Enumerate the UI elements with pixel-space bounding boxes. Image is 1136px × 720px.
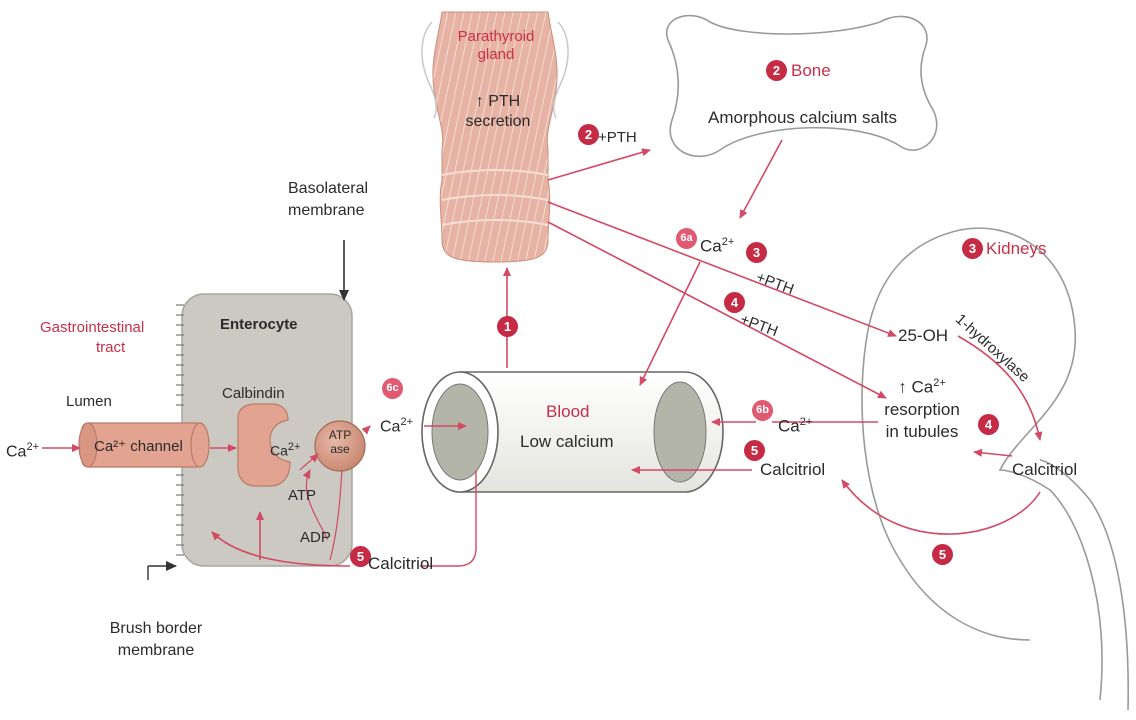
step-badge-1: 1: [497, 316, 518, 337]
step-badge-2-pth: 2: [578, 124, 599, 145]
step-badge-6c: 6c: [382, 378, 403, 399]
adp-label: ADP: [300, 528, 331, 548]
calcium-channel-label: Ca²⁺ channel: [94, 437, 183, 457]
calcium-lumen-text: Ca: [6, 443, 26, 460]
ca-resorption-charge: 2+: [933, 377, 946, 389]
ca-resorption-label-3: in tubules: [872, 421, 972, 443]
bone-shape: [667, 16, 937, 157]
pth-secretion-label: ↑ PTH: [460, 92, 536, 112]
bone-title: Bone: [791, 61, 831, 81]
step-badge-5-kidney: 5: [932, 544, 953, 565]
ca-resorption-label-2: resorption: [872, 399, 972, 421]
blood-title: Blood: [546, 402, 589, 422]
calcium-6c-charge: 2+: [400, 416, 413, 428]
brush-border-label-2: membrane: [96, 640, 216, 662]
calcium-calbindin-label: Ca2+: [270, 437, 300, 461]
step-badge-3-kidneys: 3: [962, 238, 983, 259]
brush-border-label: Brush border: [96, 618, 216, 640]
gi-tract-label-2: tract: [40, 338, 144, 358]
basolateral-label: Basolateral: [288, 178, 368, 200]
parathyroid-label: Parathyroid: [456, 28, 536, 46]
calcitriol-bottom-label: Calcitriol: [368, 554, 433, 574]
ca-resorption-label: ↑ Ca2+: [872, 372, 972, 399]
calcium-6a-text: Ca: [700, 237, 722, 256]
calcium-6b-text: Ca: [778, 417, 800, 436]
kidneys-title: Kidneys: [986, 239, 1046, 259]
blood-description: Low calcium: [520, 432, 614, 452]
lumen-label: Lumen: [66, 392, 112, 412]
pth-secretion-label-2: secretion: [460, 112, 536, 132]
step-badge-4-pth: 4: [724, 292, 745, 313]
step-badge-2-bone: 2: [766, 60, 787, 81]
ca-resorption-text: ↑ Ca: [898, 378, 933, 397]
plus-pth-2: +PTH: [598, 128, 637, 148]
calcium-6a-charge: 2+: [722, 236, 735, 248]
step-badge-6a: 6a: [676, 228, 697, 249]
atpase-label: ATP: [320, 428, 360, 442]
parathyroid-label-2: gland: [456, 46, 536, 64]
calcium-6c-text: Ca: [380, 418, 400, 435]
calcium-calbindin-text: Ca: [270, 443, 288, 459]
basolateral-label-2: membrane: [288, 200, 368, 222]
step-badge-3-pth: 3: [746, 242, 767, 263]
step-badge-5-mid: 5: [744, 440, 765, 461]
calcium-6a-label: Ca2+: [700, 232, 734, 257]
hydroxy-25-label: 25-OH: [898, 326, 948, 346]
calcium-6b-charge: 2+: [800, 416, 813, 428]
calbindin-label: Calbindin: [222, 384, 285, 404]
atpase-label-2: ase: [320, 442, 360, 456]
calcium-calbindin-charge: 2+: [288, 441, 301, 453]
gi-tract-label: Gastrointestinal: [40, 318, 144, 338]
step-badge-6b: 6b: [752, 400, 773, 421]
calcium-6c-label: Ca2+: [380, 412, 413, 437]
calcium-6b-label: Ca2+: [778, 412, 812, 437]
calcitriol-kidney-label: Calcitriol: [1012, 460, 1077, 480]
calcium-lumen-label: Ca2+: [6, 437, 39, 462]
atp-label: ATP: [288, 486, 316, 506]
calcium-lumen-charge: 2+: [26, 441, 39, 453]
calcitriol-mid-label: Calcitriol: [760, 460, 825, 480]
bone-description: Amorphous calcium salts: [708, 108, 897, 128]
enterocyte-label: Enterocyte: [220, 315, 298, 335]
step-badge-4-kidney: 4: [978, 414, 999, 435]
